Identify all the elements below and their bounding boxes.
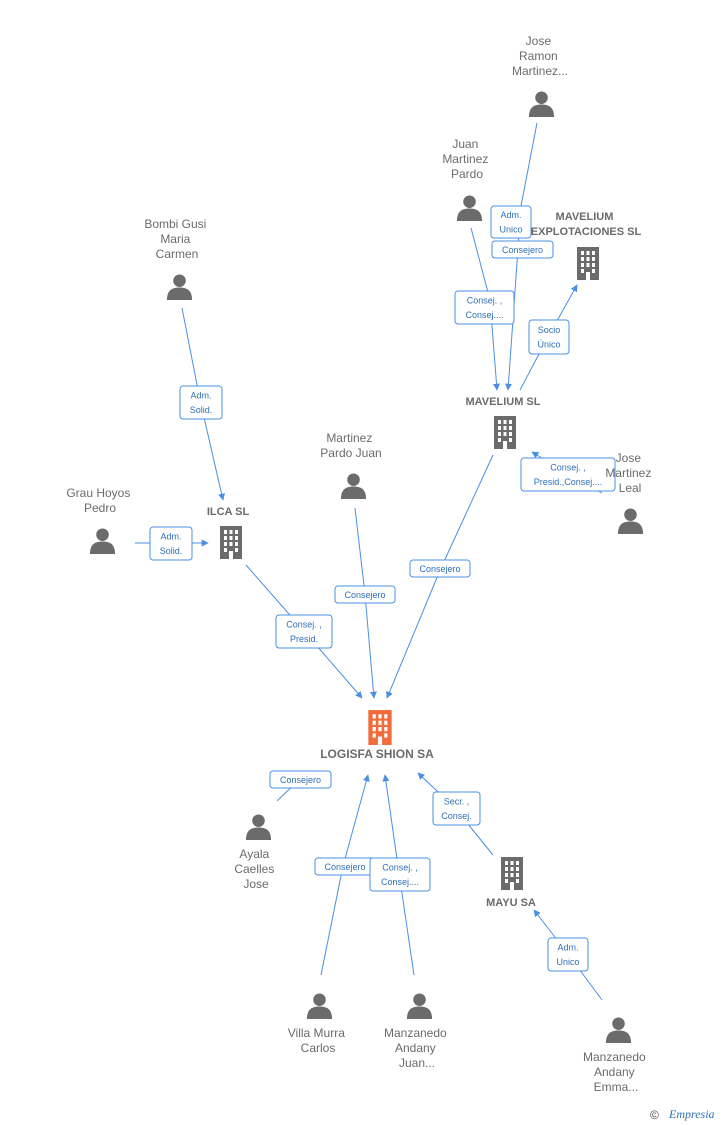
relation-text: Presid.,Consej.... (534, 477, 603, 487)
relation-text: Único (537, 340, 560, 350)
relation-label[interactable]: Consejero (269, 770, 332, 789)
company-label: MAYU SA (486, 897, 536, 909)
relation-text: Adm. (557, 943, 578, 953)
person-label: Villa Murra Carlos (288, 1026, 348, 1055)
company-labels: MAVELIUM EXPLOTACIONES SL MAVELIUM SL IL… (207, 211, 642, 909)
person-label: Manzanedo Andany Juan... (384, 1026, 450, 1070)
relation-text: Consej.... (465, 310, 503, 320)
relation-label[interactable]: Consejero (314, 857, 376, 876)
relation-text: Adm. (190, 391, 211, 401)
person-icon[interactable] (456, 195, 483, 221)
relation-box (454, 290, 515, 325)
person-icon[interactable] (528, 91, 555, 117)
relation-text: Consejero (344, 590, 385, 600)
relation-text: Consej. , (382, 863, 418, 873)
building-icon (501, 857, 523, 890)
relation-text: Solid. (190, 405, 213, 415)
relation-text: Secr. , (444, 797, 470, 807)
relation-text: Consej. (441, 811, 472, 821)
company-node[interactable] (494, 416, 516, 449)
relation-text: Presid. (290, 634, 318, 644)
copyright-symbol: © (650, 1108, 659, 1122)
relation-text: Consej. , (286, 620, 322, 630)
relation-label[interactable]: Consej. , Presid.,Consej.... (520, 457, 616, 492)
relation-text: Consejero (419, 564, 460, 574)
relation-label[interactable]: Consej. , Consej.... (454, 290, 515, 325)
company-label: MAVELIUM SL (466, 396, 541, 408)
relation-box (369, 857, 431, 892)
person-labels: Jose Ramon Martinez... Juan Martinez Par… (66, 34, 654, 1094)
relation-box (334, 585, 396, 604)
person-icon[interactable] (306, 993, 333, 1019)
person-label: Grau Hoyos Pedro (66, 486, 133, 515)
relation-label[interactable]: Adm. Solid. (149, 526, 193, 561)
relation-text: Adm. (160, 532, 181, 542)
relation-box (520, 457, 616, 492)
company-node[interactable] (501, 857, 523, 890)
company-node[interactable] (220, 526, 242, 559)
relation-label[interactable]: Consej. , Consej.... (369, 857, 431, 892)
person-label: Martinez Pardo Juan (320, 431, 381, 460)
company-node[interactable] (577, 247, 599, 280)
person-label: Jose Ramon Martinez... (512, 34, 568, 78)
person-icon[interactable] (406, 993, 433, 1019)
relation-labels: Adm.Unico Consejero Consej. ,Consej.... … (149, 205, 616, 972)
building-icon (494, 416, 516, 449)
relation-text: Consej.... (381, 877, 419, 887)
relation-box (528, 319, 570, 355)
relation-text: Consejero (324, 862, 365, 872)
relation-label[interactable]: Adm. Unico (490, 205, 532, 239)
relation-text: Consejero (502, 245, 543, 255)
relation-label[interactable]: Consejero (491, 240, 554, 259)
relation-box (491, 240, 554, 259)
relation-box (409, 559, 471, 578)
relation-text: Unico (499, 225, 522, 235)
relation-label[interactable]: Adm. Solid. (179, 385, 223, 420)
relation-label[interactable]: Consejero (409, 559, 471, 578)
relation-box (490, 205, 532, 239)
relation-text: Consej. , (550, 463, 586, 473)
person-label: Jose Martinez Leal (605, 451, 654, 495)
relation-text: Consejero (280, 775, 321, 785)
relation-text: Consej. , (467, 296, 503, 306)
person-label: Bombi Gusi Maria Carmen (144, 217, 209, 261)
relation-box (179, 385, 223, 420)
relation-box (149, 526, 193, 561)
relation-label[interactable]: Consej. , Presid. (275, 614, 333, 649)
building-icon (577, 247, 599, 280)
relation-text: Socio (538, 325, 561, 335)
relation-box (432, 791, 481, 826)
relation-label[interactable]: Consejero (334, 585, 396, 604)
relation-box (275, 614, 333, 649)
relation-text: Solid. (160, 546, 183, 556)
center-company-label: LOGISFA SHION SA (320, 747, 434, 761)
relation-text: Unico (556, 957, 579, 967)
person-label: Ayala Caelles Jose (234, 847, 277, 891)
relation-box (269, 770, 332, 789)
center-company-node[interactable] (368, 710, 392, 745)
relation-label[interactable]: Adm. Unico (547, 937, 589, 972)
building-icon (368, 710, 392, 745)
person-icon[interactable] (89, 528, 116, 554)
brand-logo[interactable]: Empresia (668, 1107, 715, 1121)
company-label: ILCA SL (207, 506, 250, 518)
person-icon[interactable] (340, 473, 367, 499)
person-label: Manzanedo Andany Emma... (583, 1050, 649, 1094)
person-icon[interactable] (605, 1017, 632, 1043)
relation-box (547, 937, 589, 972)
person-icon[interactable] (245, 814, 272, 840)
person-icon[interactable] (617, 508, 644, 534)
person-label: Juan Martinez Pardo (442, 137, 491, 181)
relation-label[interactable]: Secr. , Consej. (432, 791, 481, 826)
footer: © Empresia (650, 1107, 715, 1122)
relation-text: Adm. (500, 210, 521, 220)
company-label: MAVELIUM EXPLOTACIONES SL (531, 211, 642, 238)
building-icon (220, 526, 242, 559)
person-icon[interactable] (166, 274, 193, 300)
